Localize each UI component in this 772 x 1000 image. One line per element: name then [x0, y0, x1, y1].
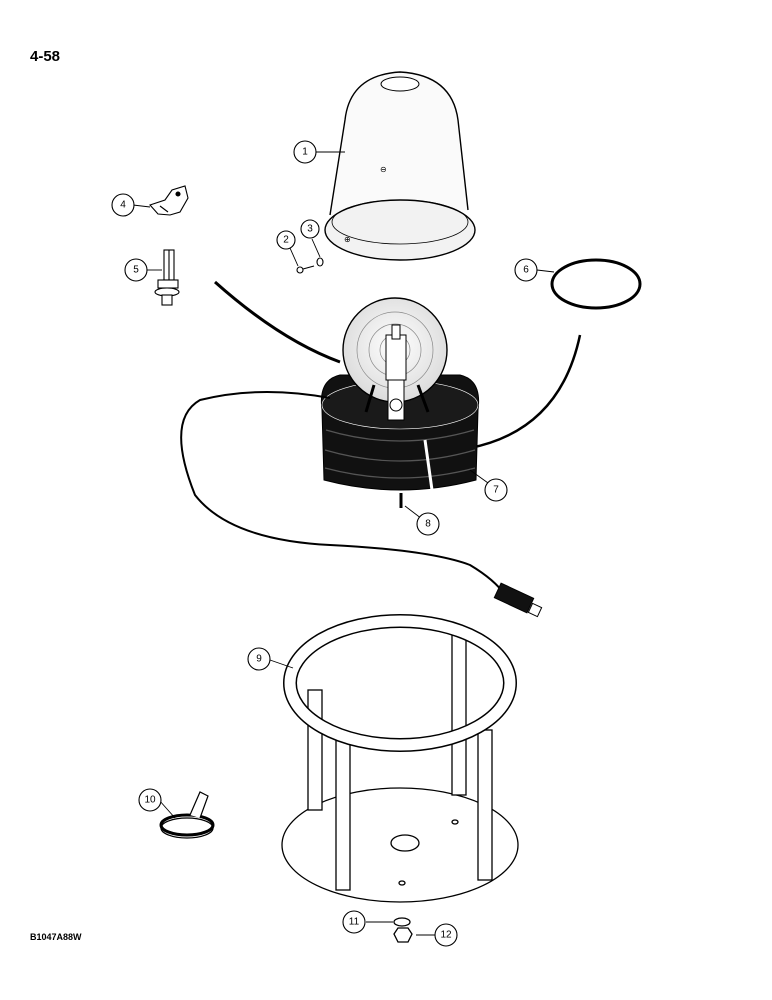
callout-label: 3: [307, 224, 313, 235]
callout-label: 12: [440, 930, 452, 941]
callout-1: 1: [293, 140, 317, 164]
callout-label: 5: [133, 265, 139, 276]
callout-label: 8: [425, 519, 431, 530]
socket-terminal-part: [154, 249, 180, 306]
bracket-part: [149, 185, 189, 216]
callout-label: 7: [493, 485, 499, 496]
page-number: 4-58: [30, 48, 61, 65]
screw-and-washer: [296, 257, 324, 274]
callout-8: 8: [416, 512, 440, 536]
cable-connector: [493, 582, 543, 618]
callout-label: 4: [120, 200, 126, 211]
figure-code: B1047A88W: [30, 932, 82, 942]
power-cable: [180, 391, 506, 596]
hex-nut: [393, 927, 413, 943]
callout-2: 2: [276, 230, 296, 250]
svg-text:⊖: ⊖: [380, 165, 387, 174]
svg-text:⊕: ⊕: [344, 235, 351, 244]
mounting-stand: [281, 614, 519, 903]
callout-11: 11: [342, 910, 366, 934]
guide-line-left: [214, 280, 341, 364]
callout-label: 2: [283, 235, 289, 246]
callout-10: 10: [138, 788, 162, 812]
callout-label: 6: [523, 265, 529, 276]
gasket-ring: [550, 258, 642, 310]
callout-6: 6: [514, 258, 538, 282]
callout-4: 4: [111, 193, 135, 217]
dome-lens: ⊖ ⊕: [324, 71, 476, 261]
callout-5: 5: [124, 258, 148, 282]
callout-label: 9: [256, 654, 262, 665]
callout-3: 3: [300, 219, 320, 239]
callout-label: 11: [349, 917, 360, 928]
cable-clamp: [159, 791, 215, 839]
lock-washer: [393, 917, 411, 927]
beacon-base: [320, 297, 480, 491]
callout-12: 12: [434, 923, 458, 947]
guide-line-right: [469, 334, 582, 450]
callout-9: 9: [247, 647, 271, 671]
callout-7: 7: [484, 478, 508, 502]
callout-label: 1: [302, 147, 308, 158]
callout-label: 10: [144, 795, 156, 806]
